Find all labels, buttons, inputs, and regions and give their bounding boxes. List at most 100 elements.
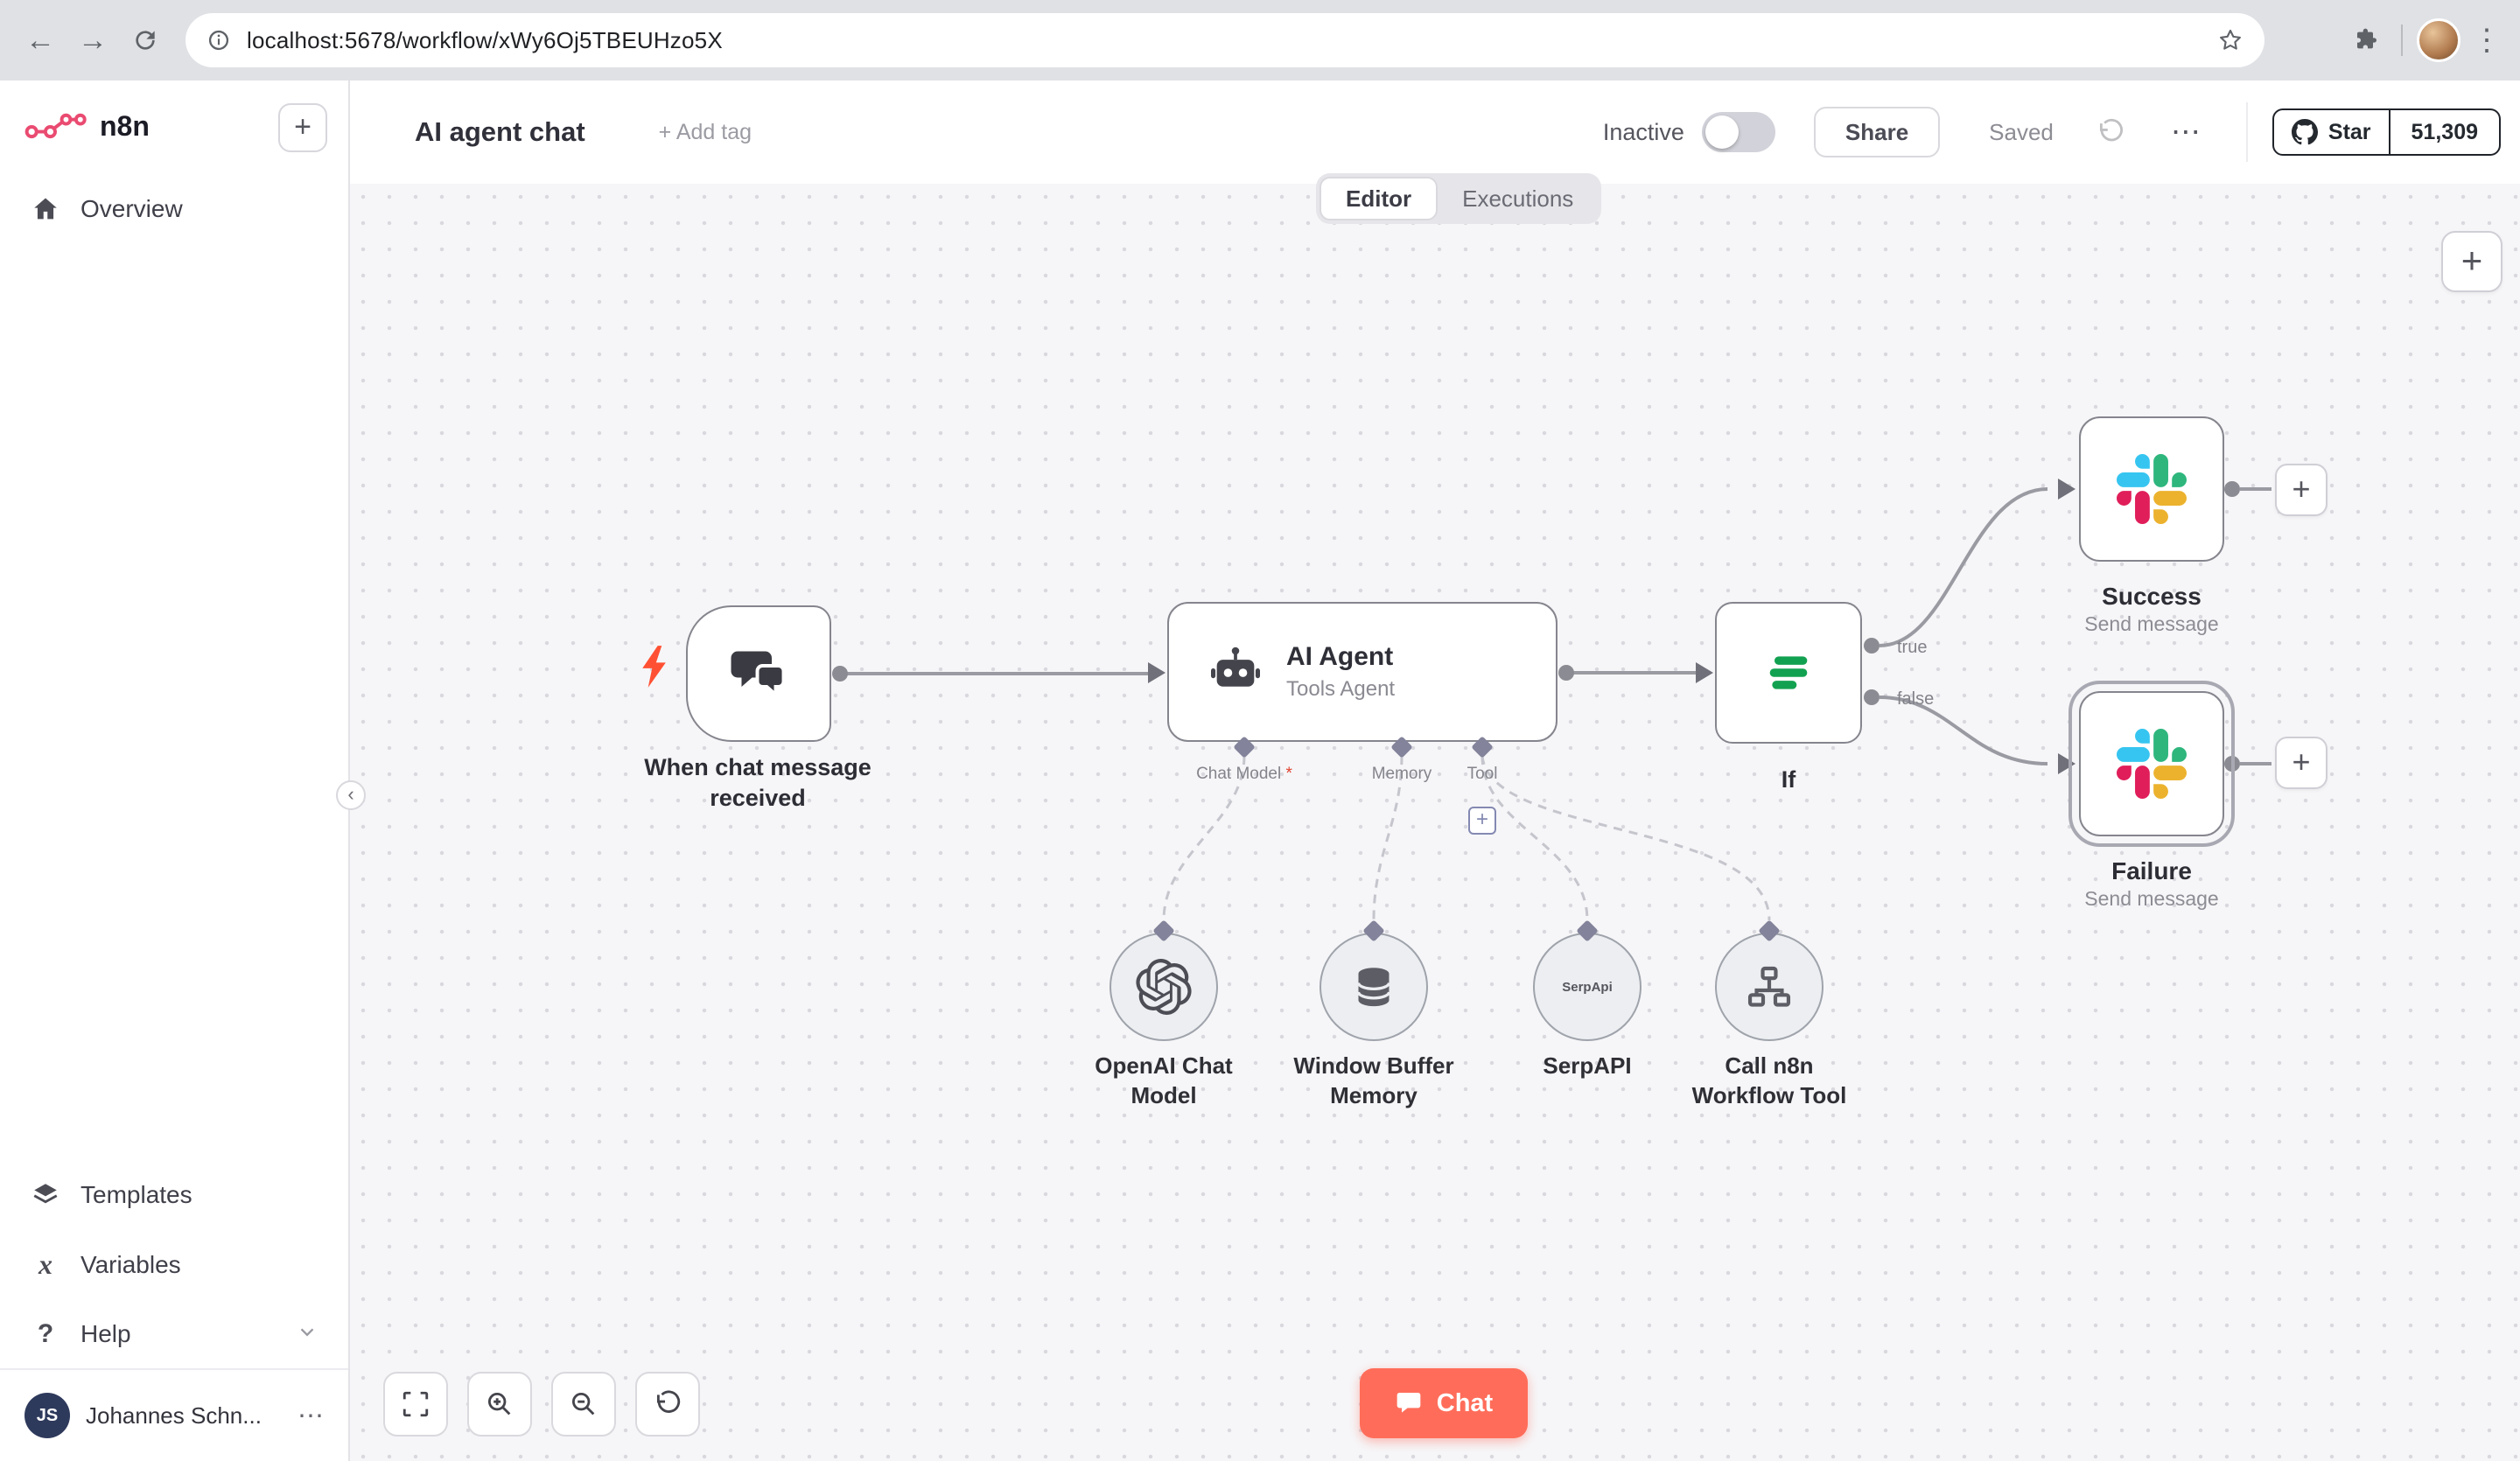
node-success[interactable]	[2079, 416, 2224, 562]
github-star-button[interactable]: Star	[2272, 108, 2390, 156]
openai-icon	[1136, 959, 1192, 1015]
sidebar-item-label: Overview	[80, 195, 183, 222]
port-label-text: Chat Model	[1196, 765, 1282, 783]
fit-view-button[interactable]	[383, 1372, 448, 1437]
browser-profile-avatar[interactable]	[2417, 18, 2460, 62]
connection-memory-buffer[interactable]	[1372, 755, 1404, 921]
node-if[interactable]	[1715, 602, 1862, 744]
port-label-chat-model: Chat Model *	[1157, 765, 1332, 784]
home-icon	[30, 194, 61, 224]
header-divider	[2245, 102, 2248, 162]
node-label-buffer-memory: Window Buffer Memory	[1293, 1052, 1454, 1108]
input-arrow-success	[2058, 479, 2076, 500]
add-tag-button[interactable]: + Add tag	[658, 119, 752, 144]
extensions-button[interactable]	[2342, 14, 2394, 66]
browser-chrome: ← → localhost:5678/workflow/xWy6Oj5TBEUH…	[0, 0, 2520, 80]
github-star-count[interactable]: 51,309	[2390, 108, 2501, 156]
node-label-failure: Failure	[2111, 857, 2192, 884]
sidebar-collapse-button[interactable]: ‹	[336, 780, 366, 810]
add-tool-button[interactable]: +	[1468, 807, 1496, 835]
port-label-tool: Tool	[1466, 765, 1498, 783]
serpapi-logo-text: SerpApi	[1562, 979, 1613, 995]
chat-bubbles-icon	[731, 651, 786, 699]
browser-back-button[interactable]: ←	[25, 23, 55, 57]
node-failure[interactable]	[2068, 681, 2235, 847]
fit-view-icon	[402, 1391, 429, 1417]
tab-editor[interactable]: Editor	[1320, 177, 1438, 220]
node-label-workflow-tool: Call n8n Workflow Tool	[1691, 1052, 1847, 1108]
activation-status-label: Inactive	[1602, 118, 1684, 145]
zoom-in-button[interactable]	[467, 1372, 532, 1437]
connection-if-false-failure[interactable]	[1879, 696, 2048, 765]
user-row[interactable]: JS Johannes Schn... ⋯	[0, 1368, 348, 1461]
output-port-agent[interactable]	[1558, 665, 1574, 681]
new-workflow-button[interactable]: +	[278, 103, 327, 152]
zoom-in-icon	[487, 1392, 511, 1416]
sidebar-item-variables[interactable]: x Variables	[0, 1229, 348, 1300]
node-call-n8n-workflow-tool[interactable]	[1715, 933, 1824, 1041]
slack-icon	[2117, 729, 2187, 799]
node-label-openai: OpenAI Chat Model	[1095, 1052, 1233, 1108]
browser-menu-button[interactable]: ⋮	[2472, 24, 2502, 57]
output-port-if-true[interactable]	[1864, 638, 1880, 654]
node-ai-agent[interactable]: AI Agent Tools Agent	[1167, 602, 1558, 742]
templates-icon	[30, 1180, 61, 1210]
star-count-value: 51,309	[2411, 119, 2478, 144]
bookmark-star-icon[interactable]	[2217, 27, 2244, 53]
sidebar-item-help[interactable]: ? Help	[0, 1300, 348, 1368]
zoom-out-button[interactable]	[551, 1372, 616, 1437]
help-icon: ?	[37, 1319, 54, 1348]
url-text[interactable]: localhost:5678/workflow/xWy6Oj5TBEUHzo5X	[247, 26, 723, 53]
robot-icon	[1211, 647, 1260, 687]
reset-view-button[interactable]	[635, 1372, 700, 1437]
github-icon	[2291, 119, 2318, 145]
output-port-failure[interactable]	[2224, 756, 2240, 772]
sidebar-item-templates[interactable]: Templates	[0, 1161, 348, 1229]
node-label-if: If	[1781, 766, 1796, 793]
browser-forward-button[interactable]: →	[78, 23, 108, 57]
puzzle-icon	[2357, 28, 2376, 49]
slack-icon	[2117, 454, 2187, 524]
node-window-buffer-memory[interactable]	[1320, 933, 1428, 1041]
chat-bubble-icon	[1396, 1393, 1421, 1413]
workflow-title[interactable]: AI agent chat	[415, 116, 585, 147]
canvas-controls	[383, 1372, 700, 1437]
if-filter-icon	[1769, 656, 1808, 689]
sidebar-item-label: Help	[80, 1320, 131, 1347]
node-subtitle-agent: Tools Agent	[1286, 677, 1396, 701]
chevron-down-icon	[296, 1320, 318, 1349]
add-node-after-success-button[interactable]: +	[2275, 464, 2328, 516]
connection-layer: true false	[832, 479, 2272, 921]
share-button[interactable]: Share	[1813, 107, 1941, 157]
github-star-widget[interactable]: Star 51,309	[2272, 108, 2501, 156]
output-port-success[interactable]	[2224, 481, 2240, 497]
variables-icon: x	[38, 1248, 52, 1280]
node-chat-trigger[interactable]	[686, 605, 831, 742]
connection-tool-workflowtool[interactable]	[1480, 755, 1771, 921]
connection-tool-serpapi[interactable]	[1480, 755, 1589, 921]
history-icon[interactable]	[2096, 117, 2125, 147]
canvas-add-node-button[interactable]: +	[2441, 231, 2502, 292]
node-serpapi[interactable]: SerpApi	[1533, 933, 1642, 1041]
connection-if-true-success[interactable]	[1879, 487, 2048, 647]
workflow-menu-button[interactable]: ⋯	[2170, 115, 2201, 149]
node-openai-chat-model[interactable]	[1110, 933, 1218, 1041]
page-info-icon[interactable]	[206, 28, 231, 52]
browser-reload-button[interactable]	[119, 14, 172, 66]
url-bar[interactable]: localhost:5678/workflow/xWy6Oj5TBEUHzo5X	[186, 13, 2264, 67]
add-node-after-failure-button[interactable]: +	[2275, 737, 2328, 789]
tab-executions[interactable]: Executions	[1462, 185, 1574, 212]
workflow-canvas[interactable]: true false When chat message received	[350, 184, 2520, 1461]
activation-toggle[interactable]	[1701, 112, 1775, 152]
input-arrow-agent	[1148, 662, 1166, 683]
user-menu-button[interactable]: ⋯	[298, 1401, 324, 1430]
sidebar-item-overview[interactable]: Overview	[0, 175, 348, 243]
connection-chatmodel-openai[interactable]	[1162, 755, 1246, 921]
sidebar-item-label: Variables	[80, 1250, 181, 1278]
output-port-if-false[interactable]	[1864, 689, 1880, 705]
input-arrow-failure	[2058, 753, 2076, 774]
open-chat-button[interactable]: Chat	[1360, 1368, 1528, 1438]
output-port-trigger[interactable]	[832, 666, 848, 682]
sitemap-icon	[1747, 966, 1791, 1007]
node-label-success: Success	[2102, 583, 2202, 610]
